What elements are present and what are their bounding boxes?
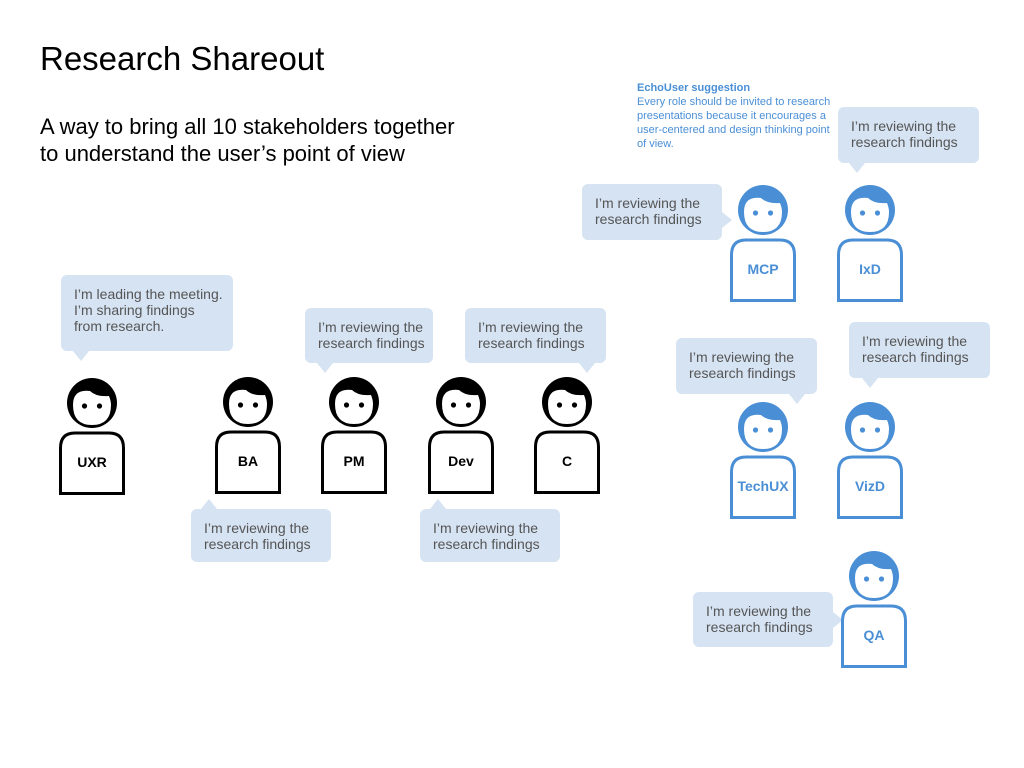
subtitle-line-2: to understand the user’s point of view (40, 141, 405, 166)
person-icon (534, 377, 600, 494)
bubble-tail (862, 378, 878, 388)
role-label: TechUX (737, 478, 789, 494)
person-mcp: MCP (730, 182, 796, 304)
person-uxr: UXR (59, 375, 125, 497)
bubble-line: research findings (204, 536, 311, 552)
page-subtitle: A way to bring all 10 stakeholders toget… (40, 113, 455, 167)
bubble-line: I’m reviewing the (204, 520, 310, 536)
bubble-line: I’m reviewing the (595, 195, 701, 211)
bubble-line: research findings (433, 536, 540, 552)
speech-bubble-ba: I’m reviewing the research findings (191, 509, 331, 562)
bubble-line: I’m reviewing the (318, 319, 424, 335)
subtitle-line-1: A way to bring all 10 stakeholders toget… (40, 114, 455, 139)
bubble-tail (722, 212, 732, 228)
person-c: C (534, 374, 600, 496)
person-ixd: IxD (837, 182, 903, 304)
person-icon (730, 185, 796, 302)
speech-bubble-vizd: I’m reviewing the research findings (849, 322, 990, 378)
bubble-line: research findings (851, 134, 958, 150)
bubble-line: I’m leading the meeting. (74, 286, 223, 302)
bubble-tail (73, 351, 89, 361)
speech-bubble-techux: I’m reviewing the research findings (676, 338, 817, 394)
speech-bubble-uxr: I’m leading the meeting. I’m sharing fin… (61, 275, 233, 351)
bubble-line: I’m reviewing the (689, 349, 795, 365)
role-label: IxD (859, 261, 881, 277)
person-qa: QA (841, 548, 907, 670)
bubble-line: I’m reviewing the (862, 333, 968, 349)
person-dev: Dev (428, 374, 494, 496)
role-label: VizD (854, 478, 886, 494)
person-techux: TechUX (730, 399, 796, 521)
bubble-line: from research. (74, 318, 165, 334)
bubble-line: I’m reviewing the (478, 319, 584, 335)
bubble-tail (579, 363, 595, 373)
bubble-line: research findings (318, 335, 425, 351)
bubble-line: research findings (862, 349, 969, 365)
role-label: Dev (448, 453, 474, 469)
bubble-tail (201, 499, 217, 509)
bubble-line: I’m reviewing the (433, 520, 539, 536)
person-icon (321, 377, 387, 494)
page-title: Research Shareout (40, 40, 325, 77)
speech-bubble-ixd: I’m reviewing the research findings (838, 107, 979, 163)
speech-bubble-mcp: I’m reviewing the research findings (582, 184, 722, 240)
person-icon (59, 378, 125, 495)
bubble-tail (317, 363, 333, 373)
person-ba: BA (215, 374, 281, 496)
person-icon (841, 551, 907, 668)
bubble-line: I’m reviewing the (706, 603, 812, 619)
bubble-line: research findings (478, 335, 585, 351)
person-icon (215, 377, 281, 494)
bubble-line: research findings (706, 619, 813, 635)
person-icon (428, 377, 494, 494)
suggestion-title: EchoUser suggestion (637, 82, 751, 94)
bubble-tail (430, 499, 446, 509)
bubble-tail (833, 612, 843, 628)
role-label: UXR (77, 454, 107, 470)
person-pm: PM (321, 374, 387, 496)
speech-bubble-qa: I’m reviewing the research findings (693, 592, 833, 647)
bubble-line: I’m sharing findings (74, 302, 195, 318)
bubble-line: research findings (689, 365, 796, 381)
person-icon (837, 185, 903, 302)
person-icon (730, 402, 796, 519)
bubble-tail (849, 163, 865, 173)
person-icon (837, 402, 903, 519)
speech-bubble-c: I’m reviewing the research findings (465, 308, 606, 363)
echouser-suggestion: EchoUser suggestion Every role should be… (637, 81, 837, 151)
role-label: BA (237, 453, 259, 469)
speech-bubble-pm: I’m reviewing the research findings (305, 308, 433, 363)
role-label: QA (863, 627, 885, 643)
suggestion-body: Every role should be invited to research… (637, 96, 831, 150)
bubble-line: research findings (595, 211, 702, 227)
role-label: C (561, 453, 573, 469)
role-label: PM (343, 453, 365, 469)
speech-bubble-dev: I’m reviewing the research findings (420, 509, 560, 562)
person-vizd: VizD (837, 399, 903, 521)
bubble-tail (789, 394, 805, 404)
bubble-line: I’m reviewing the (851, 118, 957, 134)
role-label: MCP (747, 261, 779, 277)
